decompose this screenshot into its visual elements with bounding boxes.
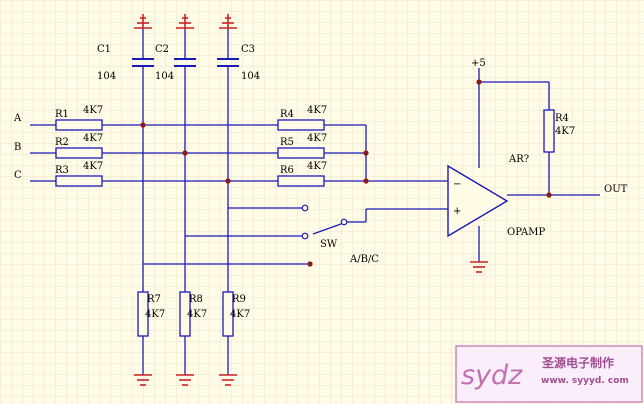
junction-dot: [546, 192, 552, 198]
ground-icon: [134, 14, 152, 29]
capacitor-icon: [132, 58, 154, 67]
opamp-ref-label: AR?: [508, 154, 529, 165]
capacitor-name: C3: [241, 44, 255, 55]
resistor-name: R5: [280, 137, 294, 148]
resistor-value: 4K7: [307, 133, 327, 144]
resistor-icon: [137, 291, 149, 337]
switch-symbol: [301, 204, 348, 240]
switch-blade-icon: [312, 223, 342, 235]
ground-icon: [176, 14, 194, 29]
ground-icon: [134, 374, 152, 386]
resistor-name: R4: [555, 113, 569, 124]
capacitor-name: C2: [155, 44, 169, 55]
output-label: OUT: [604, 184, 628, 195]
labels: A B C C1 104 C2 104 C3 104 R1 4K7 R2 4K7…: [13, 44, 628, 320]
resistor-name: R4: [280, 109, 294, 120]
resistor-icon: [222, 291, 234, 337]
opamp-supply-label: +5: [471, 58, 486, 69]
resistor-name: R1: [55, 109, 69, 120]
resistor-name: R8: [189, 294, 203, 305]
watermark: sydz 圣源电子制作 www. syyyd. com: [455, 345, 643, 403]
resistor-icon: [277, 119, 325, 131]
resistor-value: 4K7: [230, 309, 250, 320]
ground-icon: [219, 374, 237, 386]
capacitor-value: 104: [155, 71, 174, 82]
input-label-b: B: [14, 142, 21, 153]
resistor-icon: [277, 175, 325, 187]
resistors: [55, 109, 555, 337]
switch-contact-icon: [301, 204, 309, 212]
opamp-triangle-icon: [447, 164, 509, 238]
ground-icon: [219, 14, 237, 29]
resistor-icon: [543, 109, 555, 153]
resistor-value: 4K7: [145, 309, 165, 320]
resistor-value: 4K7: [307, 161, 327, 172]
resistor-icon: [55, 119, 103, 131]
switch-mode-label: A/B/C: [349, 254, 379, 265]
capacitor-icon: [174, 58, 196, 67]
junction-dot: [363, 150, 369, 156]
switch-ref-label: SW: [320, 239, 338, 250]
capacitor-value: 104: [241, 71, 260, 82]
resistor-value: 4K7: [555, 126, 575, 137]
resistor-value: 4K7: [187, 309, 207, 320]
opamp-minus-label: −: [453, 179, 461, 190]
capacitor-icon: [217, 58, 239, 67]
switch-contact-icon: [340, 218, 348, 226]
resistor-icon: [55, 147, 103, 159]
opamp-plus-label: +: [453, 206, 461, 217]
junction-dot: [140, 122, 146, 128]
opamp-symbol: [447, 164, 509, 238]
capacitor-value: 104: [97, 71, 116, 82]
opamp-name-label: OPAMP: [507, 227, 545, 238]
resistor-icon: [277, 147, 325, 159]
resistor-name: R7: [147, 294, 161, 305]
watermark-logo: sydz: [461, 360, 523, 391]
watermark-brand: 圣源电子制作: [541, 355, 614, 370]
junction-dot: [476, 79, 482, 85]
resistor-value: 4K7: [83, 105, 103, 116]
junctions: [140, 79, 552, 267]
junction-dot: [307, 261, 313, 267]
resistor-value: 4K7: [83, 133, 103, 144]
resistor-name: R2: [55, 137, 69, 148]
watermark-box: [455, 345, 643, 403]
input-label-c: C: [14, 170, 22, 181]
ground-icon: [176, 374, 194, 386]
resistor-value: 4K7: [83, 161, 103, 172]
resistor-name: R9: [232, 294, 246, 305]
switch-contact-icon: [301, 232, 309, 240]
resistor-icon: [179, 291, 191, 337]
junction-dot: [182, 150, 188, 156]
ground-icon: [470, 261, 488, 273]
resistor-name: R3: [55, 165, 69, 176]
capacitors: [132, 58, 239, 67]
junction-dot: [225, 178, 231, 184]
junction-dot: [363, 178, 369, 184]
resistor-name: R6: [280, 165, 294, 176]
input-label-a: A: [13, 113, 22, 124]
watermark-url: www. syyyd. com: [541, 376, 629, 386]
resistor-value: 4K7: [307, 105, 327, 116]
resistor-icon: [55, 175, 103, 187]
ground-symbols: [134, 14, 488, 386]
capacitor-name: C1: [97, 44, 111, 55]
